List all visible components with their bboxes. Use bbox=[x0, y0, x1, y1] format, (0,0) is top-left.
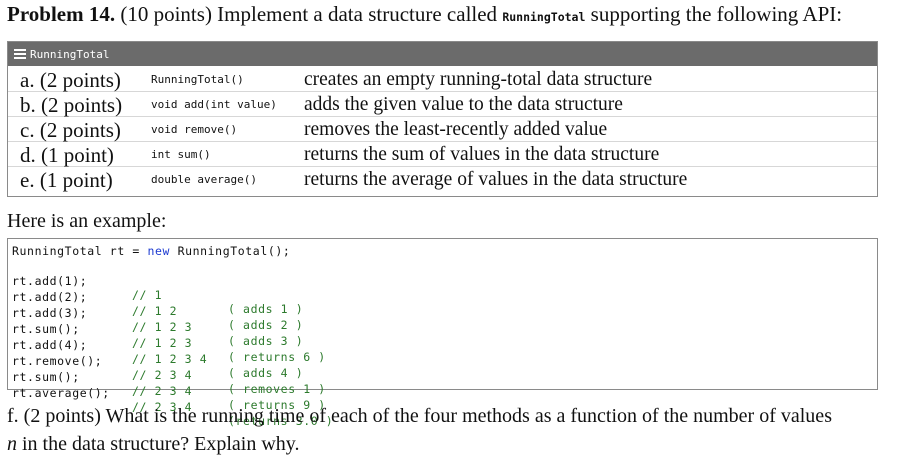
problem-number: Problem 14. bbox=[7, 2, 116, 26]
api-row-label: a. (2 points) bbox=[20, 68, 121, 92]
code-text: RunningTotal rt bbox=[12, 244, 133, 258]
api-row: d. (1 point) int sum() returns the sum o… bbox=[8, 142, 877, 167]
api-row-description: returns the sum of values in the data st… bbox=[304, 144, 660, 165]
api-header-title: RunningTotal bbox=[30, 47, 110, 61]
code-note: (returns 3.0 ) bbox=[228, 414, 334, 428]
code-note: ( returns 9 ) bbox=[228, 398, 326, 412]
api-row: a. (2 points) RunningTotal() creates an … bbox=[8, 67, 877, 92]
code-operator: = bbox=[132, 244, 140, 258]
question-variable: n bbox=[7, 433, 17, 455]
code-line-declaration: RunningTotal rt = new RunningTotal(); bbox=[12, 244, 290, 260]
api-row-description: adds the given value to the data structu… bbox=[304, 94, 623, 115]
code-comment: // 1 2 3 bbox=[132, 320, 193, 334]
code-comment: // 1 2 3 4 bbox=[132, 352, 208, 366]
api-header: RunningTotal bbox=[8, 42, 877, 66]
list-icon bbox=[14, 49, 26, 59]
code-block: RunningTotal rt = new RunningTotal(); rt… bbox=[7, 238, 878, 428]
code-line: rt.sum(); // 2 3 4 ( returns 9 ) bbox=[12, 356, 872, 412]
api-row-signature: RunningTotal() bbox=[151, 73, 244, 86]
code-comment: // 2 3 4 bbox=[132, 400, 193, 414]
api-row-signature: double average() bbox=[151, 173, 257, 186]
code-statement: rt.add(4); bbox=[12, 338, 88, 352]
code-note: ( returns 6 ) bbox=[228, 350, 326, 364]
code-comment: // 1 bbox=[132, 288, 163, 302]
code-note: ( adds 4 ) bbox=[228, 366, 304, 380]
api-row: b. (2 points) void add(int value) adds t… bbox=[8, 92, 877, 117]
question-line-2: in the data structure? Explain why. bbox=[22, 433, 300, 455]
api-row-label: d. (1 point) bbox=[20, 143, 114, 167]
code-comment: // 2 3 4 bbox=[132, 384, 193, 398]
api-row-signature: int sum() bbox=[151, 148, 211, 161]
code-note: ( adds 1 ) bbox=[228, 302, 304, 316]
code-note: ( adds 3 ) bbox=[228, 334, 304, 348]
api-row: e. (1 point) double average() returns th… bbox=[8, 167, 877, 192]
problem-class-name: RunningTotal bbox=[502, 10, 586, 24]
code-comment: // 2 3 4 bbox=[132, 368, 193, 382]
problem-points: (10 points) Implement a data structure c… bbox=[120, 2, 498, 26]
code-statement: rt.add(2); bbox=[12, 290, 88, 304]
code-line: rt.add(4); // 1 2 3 4 ( adds 4 ) bbox=[12, 324, 872, 380]
code-statement: rt.average(); bbox=[12, 386, 110, 400]
api-row-label: c. (2 points) bbox=[20, 118, 121, 142]
code-comment: // 1 2 bbox=[132, 304, 178, 318]
code-keyword: new bbox=[147, 244, 171, 258]
code-line: rt.add(3); // 1 2 3 ( adds 3 ) bbox=[12, 292, 872, 348]
problem-suffix: supporting the following API: bbox=[590, 2, 843, 26]
api-row-label: e. (1 point) bbox=[20, 168, 113, 192]
api-row-signature: void remove() bbox=[151, 123, 238, 136]
code-statement: rt.add(1); bbox=[12, 274, 88, 288]
api-row-label: b. (2 points) bbox=[20, 93, 123, 117]
api-row-description: returns the average of values in the dat… bbox=[304, 169, 688, 190]
api-row-description: removes the least-recently added value bbox=[304, 119, 608, 140]
code-statement: rt.remove(); bbox=[12, 354, 103, 368]
question-f: f. (2 points) What is the running time o… bbox=[7, 402, 887, 458]
code-line: rt.add(1); // 1 ( adds 1 ) bbox=[12, 260, 872, 316]
code-line: rt.sum(); // 1 2 3 ( returns 6 ) bbox=[12, 308, 872, 364]
code-statement: rt.sum(); bbox=[12, 322, 80, 336]
code-comment: // 1 2 3 bbox=[132, 336, 193, 350]
code-statement: rt.sum(); bbox=[12, 370, 80, 384]
api-row: c. (2 points) void remove() removes the … bbox=[8, 117, 877, 142]
code-statement: rt.add(3); bbox=[12, 306, 88, 320]
code-line: rt.remove(); // 2 3 4 ( removes 1 ) bbox=[12, 340, 872, 396]
code-note: ( adds 2 ) bbox=[228, 318, 304, 332]
problem-title: Problem 14. (10 points) Implement a data… bbox=[7, 2, 842, 27]
example-label: Here is an example: bbox=[7, 210, 167, 232]
api-table: RunningTotal a. (2 points) RunningTotal(… bbox=[7, 41, 878, 197]
code-line: rt.average(); // 2 3 4 (returns 3.0 ) bbox=[12, 372, 872, 428]
api-row-signature: void add(int value) bbox=[151, 98, 277, 111]
code-line: rt.add(2); // 1 2 ( adds 2 ) bbox=[12, 276, 872, 332]
code-note: ( removes 1 ) bbox=[228, 382, 326, 396]
code-text: RunningTotal(); bbox=[177, 244, 291, 258]
question-line-1: f. (2 points) What is the running time o… bbox=[7, 405, 832, 427]
api-rows: a. (2 points) RunningTotal() creates an … bbox=[8, 67, 877, 197]
api-row-description: creates an empty running-total data stru… bbox=[304, 69, 653, 90]
